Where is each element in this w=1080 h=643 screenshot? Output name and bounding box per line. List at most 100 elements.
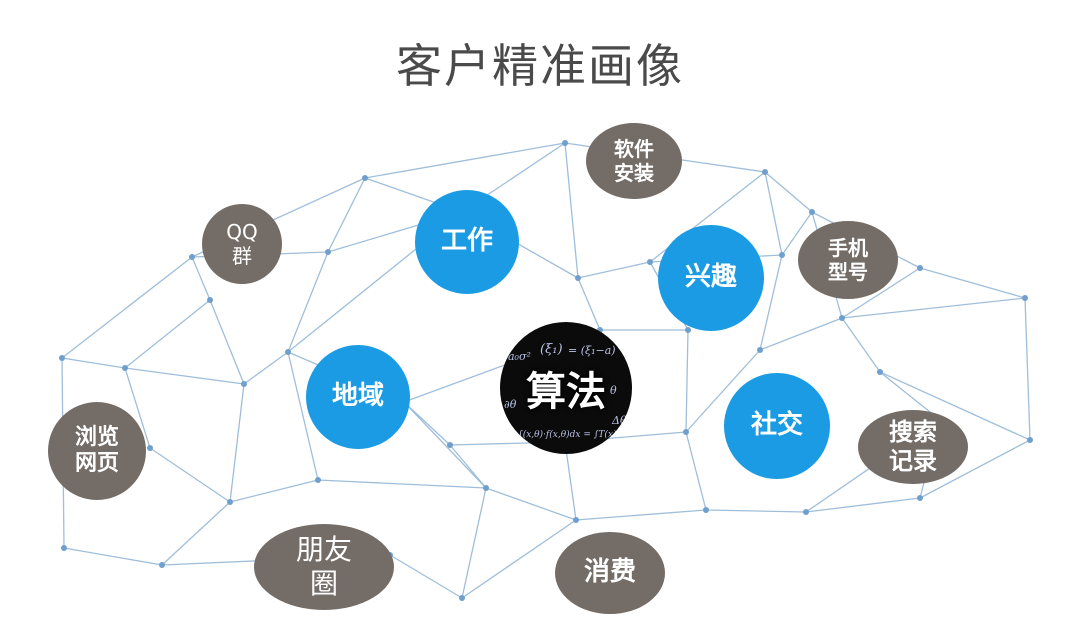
network-link: [229, 479, 319, 503]
page-title: 客户精准画像: [396, 39, 684, 93]
network-link: [805, 497, 921, 513]
network-dot: [809, 209, 815, 215]
network-link: [759, 254, 783, 351]
node-browse-web[interactable]: 浏览 网页: [48, 402, 146, 500]
network-dot: [779, 252, 785, 258]
network-link: [781, 211, 813, 256]
node-consume-label: 消费: [583, 557, 636, 588]
network-dot: [189, 254, 195, 260]
node-phone-model-label: 手机 型号: [828, 236, 868, 284]
node-interest[interactable]: 兴趣: [658, 225, 764, 331]
network-dot: [325, 249, 331, 255]
algorithm-node[interactable]: a₀σ² (ξ₁) = (ξ₁−a) ∂θ θ ∫(x,θ)·f(x,θ)dx …: [500, 322, 632, 454]
node-software-install-label: 软件 安装: [614, 137, 654, 185]
network-dot: [703, 507, 709, 513]
network-link: [124, 299, 211, 369]
network-link: [564, 441, 577, 521]
network-link: [485, 487, 577, 521]
network-link: [841, 297, 1026, 319]
network-dot: [447, 442, 453, 448]
network-link: [287, 351, 319, 481]
formula-text: = (ξ₁−a): [568, 344, 616, 357]
network-dot: [1027, 437, 1033, 443]
node-qq-group-label: QQ 群: [226, 220, 258, 268]
network-link: [764, 171, 813, 213]
network-link: [705, 509, 807, 513]
node-moments[interactable]: 朋友 圈: [254, 524, 394, 610]
network-link: [389, 554, 463, 599]
node-qq-group[interactable]: QQ 群: [202, 204, 282, 284]
node-phone-model[interactable]: 手机 型号: [798, 221, 898, 299]
network-link: [564, 142, 579, 279]
network-link: [124, 367, 245, 385]
node-work[interactable]: 工作: [415, 190, 519, 294]
network-link: [364, 142, 566, 179]
node-moments-label: 朋友 圈: [295, 533, 352, 600]
network-dot: [573, 517, 579, 523]
network-link: [209, 299, 245, 385]
network-dot: [459, 595, 465, 601]
network-dot: [575, 275, 581, 281]
network-link: [61, 256, 193, 359]
network-link: [577, 277, 601, 331]
node-software-install[interactable]: 软件 安装: [586, 123, 682, 199]
network-link: [229, 383, 245, 503]
network-link: [161, 501, 231, 566]
network-dot: [683, 429, 689, 435]
network-link: [764, 171, 783, 256]
network-dot: [917, 495, 923, 501]
network-link: [61, 357, 126, 369]
formula-text: ∫(x,θ)·f(x,θ)dx = ∫T(x): [518, 430, 617, 440]
node-region[interactable]: 地域: [306, 345, 410, 449]
network-link: [124, 367, 151, 449]
network-link: [685, 431, 707, 511]
network-dot: [839, 315, 845, 321]
network-dot: [241, 381, 247, 387]
network-dot: [762, 169, 768, 175]
formula-text: θ: [610, 384, 617, 397]
network-link: [919, 267, 1026, 299]
formula-text: (ξ₁): [540, 342, 563, 357]
network-dot: [285, 349, 291, 355]
network-dot: [59, 355, 65, 361]
network-dot: [315, 477, 321, 483]
network-dot: [757, 347, 763, 353]
node-social-label: 社交: [750, 410, 803, 441]
network-link: [841, 317, 881, 373]
network-link: [685, 329, 689, 433]
node-search-history[interactable]: 搜索 记录: [858, 410, 968, 484]
network-link: [919, 439, 1031, 499]
network-link: [149, 447, 231, 503]
network-dot: [647, 259, 653, 265]
node-consume[interactable]: 消费: [555, 532, 665, 614]
network-dot: [562, 140, 568, 146]
network-link: [577, 261, 651, 279]
network-link: [243, 351, 289, 385]
network-dot: [1022, 295, 1028, 301]
network-link: [191, 256, 211, 301]
network-dot: [803, 509, 809, 515]
network-dot: [483, 485, 489, 491]
node-social[interactable]: 社交: [724, 373, 830, 479]
network-link: [575, 509, 707, 521]
network-link: [461, 487, 487, 599]
network-link: [841, 267, 921, 319]
network-link: [327, 177, 366, 253]
node-region-label: 地域: [331, 381, 384, 412]
network-link: [403, 401, 487, 489]
node-search-history-label: 搜索 记录: [889, 418, 937, 475]
network-link: [317, 479, 487, 489]
network-dot: [877, 369, 883, 375]
network-link: [759, 317, 843, 351]
network-link: [1024, 297, 1031, 441]
network-link: [449, 444, 487, 489]
network-link: [287, 251, 329, 353]
network-dot: [207, 297, 213, 303]
network-dot: [147, 445, 153, 451]
node-browse-web-label: 浏览 网页: [74, 424, 119, 476]
algorithm-label: 算法: [526, 369, 606, 415]
formula-text: ∂θ: [504, 398, 517, 411]
network-dot: [159, 562, 165, 568]
network-link: [879, 371, 1031, 441]
